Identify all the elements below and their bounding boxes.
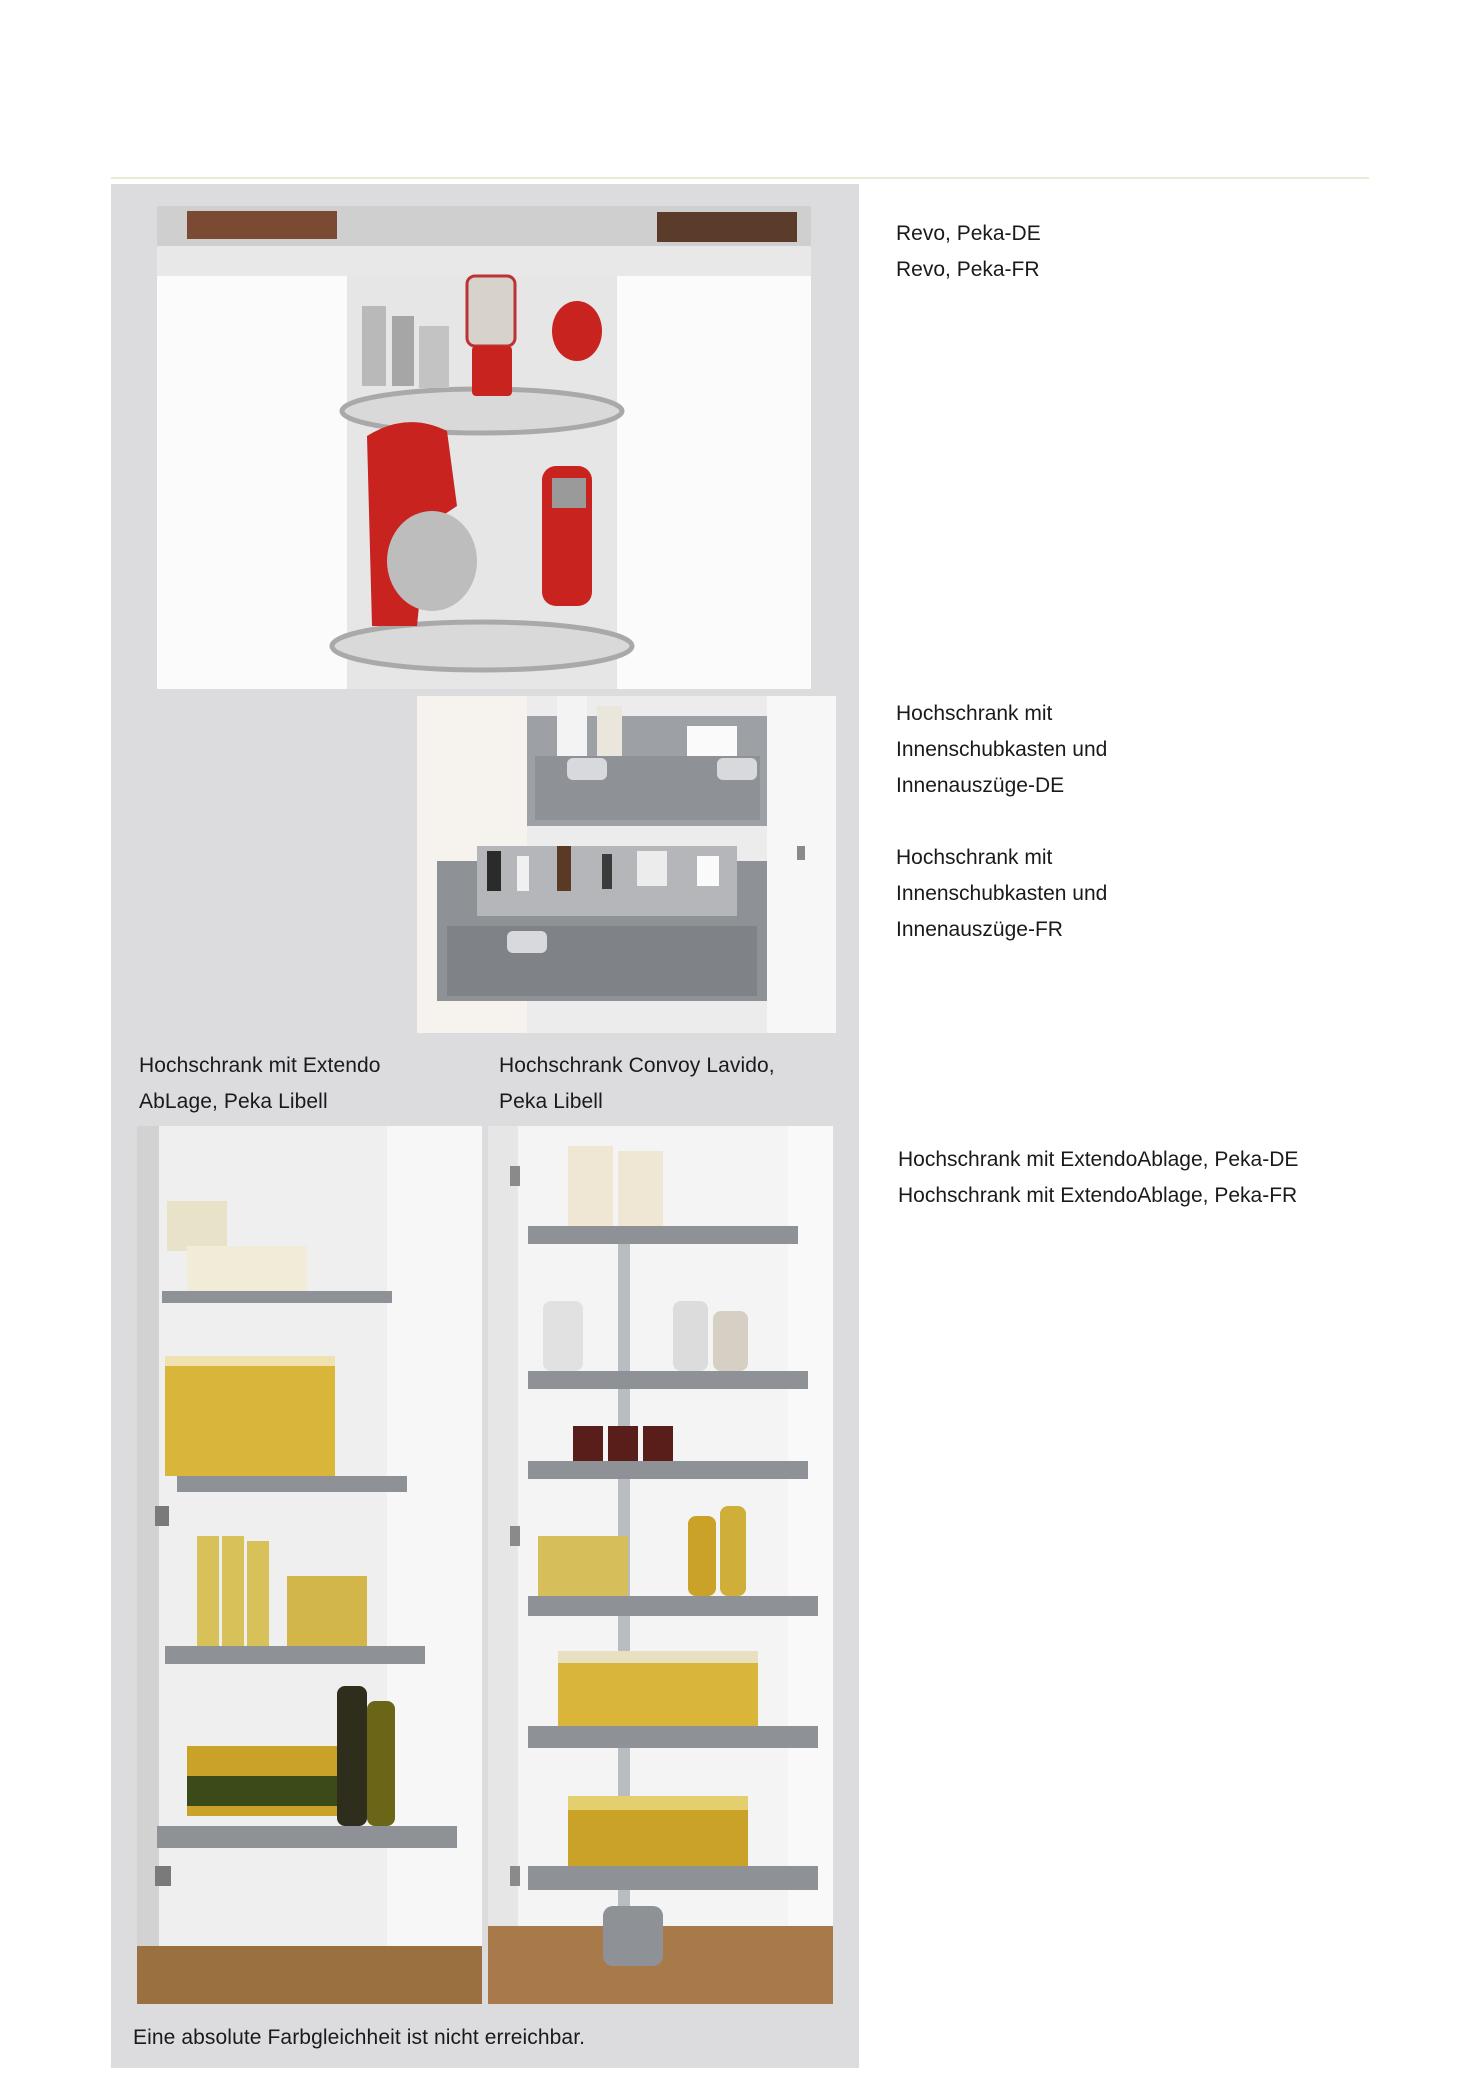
side-caption-innen-line: Innenauszüge-DE [896, 774, 1065, 797]
caption-extendo-line-2: AbLage, Peka Libell [139, 1090, 328, 1113]
side-caption-revo: Revo, Peka-DE Revo, Peka-FR [896, 216, 1041, 288]
side-caption-revo-line: Revo, Peka-DE [896, 222, 1041, 245]
side-caption-innen-line: Innenschubkasten und [896, 738, 1108, 761]
photo-inner-drawers [417, 696, 836, 1033]
side-caption-extendo-line: Hochschrank mit ExtendoAblage, Peka-DE [898, 1148, 1299, 1171]
side-caption-innen-line: Hochschrank mit [896, 702, 1053, 725]
side-caption-innen-line: Innenauszüge-FR [896, 918, 1063, 941]
caption-convoy-line-2: Peka Libell [499, 1090, 603, 1113]
photo-revo-corner-carousel [157, 206, 811, 689]
footnote-text: Eine absolute Farbgleichheit ist nicht e… [133, 2026, 586, 2049]
side-caption-inner-drawers: Hochschrank mit Innenschubkasten und Inn… [896, 696, 1107, 948]
side-caption-revo-line: Revo, Peka-FR [896, 258, 1040, 281]
caption-extendo: Hochschrank mit Extendo AbLage, Peka Lib… [139, 1048, 381, 1120]
side-caption-innen-line: Hochschrank mit [896, 846, 1053, 869]
side-caption-innen-line: Innenschubkasten und [896, 882, 1108, 905]
side-caption-extendo-line: Hochschrank mit ExtendoAblage, Peka-FR [898, 1184, 1298, 1207]
photo-extendo-tall-cabinet [137, 1126, 482, 2004]
header-rule [111, 177, 1369, 179]
footnote: Eine absolute Farbgleichheit ist nicht e… [133, 2020, 585, 2056]
side-caption-extendo-ablage: Hochschrank mit ExtendoAblage, Peka-DE H… [898, 1142, 1298, 1214]
side-caption-innen-spacer [896, 804, 1107, 840]
caption-extendo-line-1: Hochschrank mit Extendo [139, 1054, 381, 1077]
caption-convoy: Hochschrank Convoy Lavido, Peka Libell [499, 1048, 775, 1120]
caption-convoy-line-1: Hochschrank Convoy Lavido, [499, 1054, 775, 1077]
photo-convoy-lavido [488, 1126, 833, 2004]
